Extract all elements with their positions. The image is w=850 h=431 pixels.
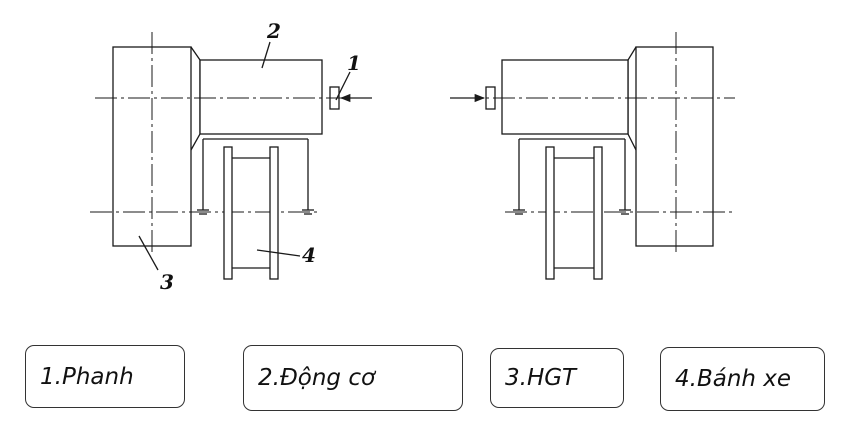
legend-brake: 1.Phanh: [25, 345, 185, 408]
legend-brake-label: 1.Phanh: [40, 363, 134, 390]
callout-3: 3: [160, 270, 174, 294]
leader-2: [261, 41, 271, 69]
leader-3: [138, 235, 159, 271]
callout-4: 4: [302, 243, 316, 267]
left-drive-assembly: 2 1 3 4: [90, 19, 372, 294]
left-wheel: [223, 146, 279, 280]
right-motor: [501, 59, 629, 135]
right-gearbox: [635, 46, 714, 247]
leader-4: [256, 249, 301, 257]
right-drive-assembly: [450, 32, 735, 280]
right-wheel: [545, 146, 603, 280]
legend-motor: 2.Động cơ: [243, 345, 463, 411]
legend-gearbox: 3.HGT: [490, 348, 624, 408]
legend-gearbox-label: 3.HGT: [505, 365, 577, 391]
legend-wheel: 4.Bánh xe: [660, 347, 825, 411]
left-motor: [199, 59, 323, 135]
legend-wheel-label: 4.Bánh xe: [675, 366, 792, 392]
callout-2: 2: [266, 19, 281, 43]
legend-motor-label: 2.Động cơ: [258, 365, 376, 391]
callout-1: 1: [347, 51, 361, 75]
leader-1: [335, 71, 351, 101]
